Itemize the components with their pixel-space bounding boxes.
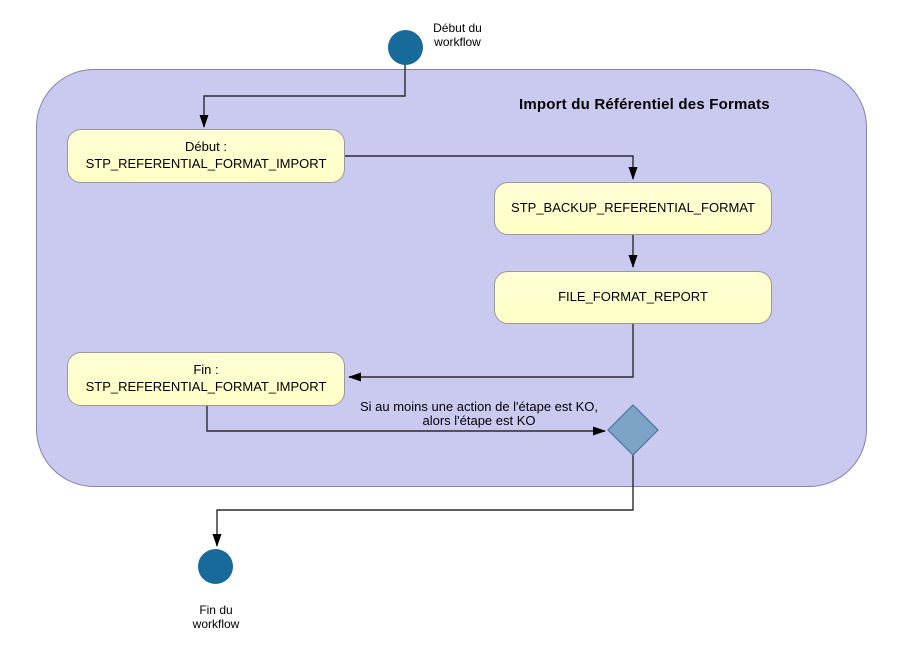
- end-node: [198, 549, 233, 584]
- end-node-label: Fin du workflow: [192, 603, 240, 631]
- workflow-group-title: Import du Référentiel des Formats: [519, 96, 770, 113]
- activity-file-format-report: FILE_FORMAT_REPORT: [494, 271, 772, 324]
- ko-condition-note: Si au moins une action de l'étape est KO…: [359, 399, 599, 428]
- activity-step-begin: Début : STP_REFERENTIAL_FORMAT_IMPORT: [67, 129, 345, 183]
- start-node: [388, 30, 423, 65]
- activity-step-end: Fin : STP_REFERENTIAL_FORMAT_IMPORT: [67, 352, 345, 406]
- start-node-label: Début du workflow: [433, 21, 482, 49]
- activity-backup-referential-format: STP_BACKUP_REFERENTIAL_FORMAT: [494, 182, 772, 235]
